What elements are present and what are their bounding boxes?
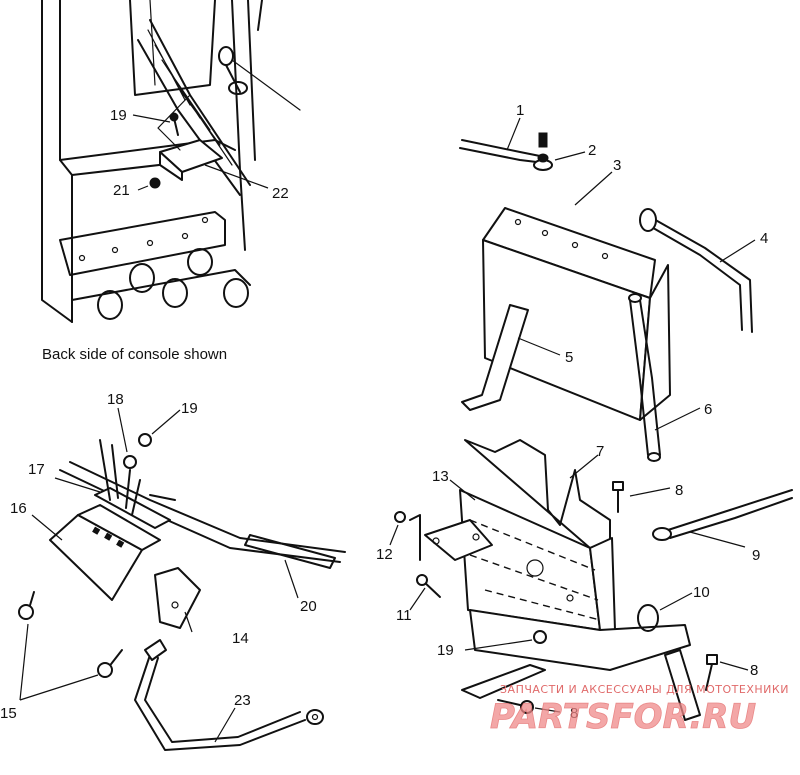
callout-21: 21	[113, 182, 130, 199]
callout-16: 16	[10, 500, 27, 517]
module-wiring-illustration	[18, 433, 346, 751]
callout-2: 2	[588, 142, 596, 159]
watermark-brand: PARTSFOR.RU	[490, 697, 756, 737]
callout-19-module: 19	[181, 400, 198, 417]
leader-lines	[19, 114, 756, 743]
callout-10: 10	[693, 584, 710, 601]
callout-8-bottom: 8	[570, 705, 578, 722]
callout-14: 14	[232, 630, 249, 647]
callout-4: 4	[760, 230, 768, 247]
callout-20: 20	[300, 598, 317, 615]
callout-9: 9	[752, 547, 760, 564]
console-back-illustration	[41, 0, 301, 323]
battery-assembly-illustration	[394, 132, 793, 721]
callout-8-right: 8	[750, 662, 758, 679]
callout-22: 22	[272, 185, 289, 202]
callout-labels: 1 2 3 4 5 6 7 8 8 8 9 10 11 12 13 14 15 …	[0, 102, 768, 722]
callout-15: 15	[0, 705, 17, 722]
callout-7: 7	[596, 443, 604, 460]
callout-1: 1	[516, 102, 524, 119]
callout-23: 23	[234, 692, 251, 709]
callout-5: 5	[565, 349, 573, 366]
watermark-tagline: ЗАПЧАСТИ И АКСЕССУАРЫ ДЛЯ МОТОТЕХНИКИ	[500, 683, 789, 696]
caption-console-note: Back side of console shown	[42, 346, 227, 363]
callout-18: 18	[107, 391, 124, 408]
watermark: ЗАПЧАСТИ И АКСЕССУАРЫ ДЛЯ МОТОТЕХНИКИ PA…	[490, 683, 789, 737]
callout-11: 11	[396, 607, 412, 624]
callout-8-upper: 8	[675, 482, 683, 499]
callout-19-console: 19	[110, 107, 127, 124]
callout-19-box: 19	[437, 642, 454, 659]
callout-17: 17	[28, 461, 45, 478]
callout-13: 13	[432, 468, 449, 485]
callout-6: 6	[704, 401, 712, 418]
callout-12: 12	[376, 546, 393, 563]
callout-3: 3	[613, 157, 621, 174]
